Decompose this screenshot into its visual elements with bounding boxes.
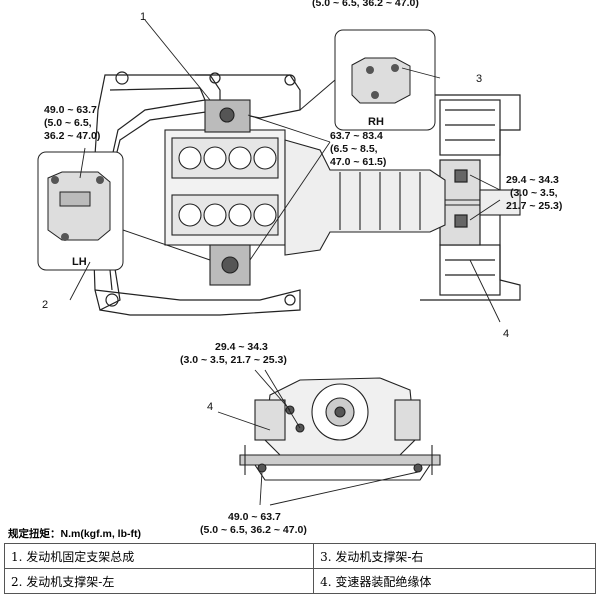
callout-3: 3 xyxy=(476,73,482,85)
table-row: 2. 发动机支撑架-左 4. 变速器装配绝缘体 xyxy=(3,568,596,594)
rh-label: RH xyxy=(368,116,384,128)
torque-mid-line3: 47.0 ~ 61.5) xyxy=(330,156,386,168)
engine-mount-diagram: (5.0 ~ 6.5, 36.2 ~ 47.0) RH LH 1 2 3 4 4… xyxy=(37,0,562,536)
callout-4-bottom: 4 xyxy=(207,401,213,413)
transmission xyxy=(284,139,521,256)
leader-lines xyxy=(69,19,501,506)
torque-right-line3: 21.7 ~ 25.3) xyxy=(506,200,562,212)
torque-bottom-line1: 49.0 ~ 63.7 xyxy=(228,511,281,523)
torque-mid-line1: 63.7 ~ 83.4 xyxy=(330,130,383,142)
parts-legend-table: 1. 发动机固定支架总成 3. 发动机支撑架-右 2. 发动机支撑架-左 4. … xyxy=(3,543,596,594)
torque-lh-line3: 36.2 ~ 47.0) xyxy=(44,130,100,142)
legend-item-4: 4. 变速器装配绝缘体 xyxy=(313,568,596,594)
engine-block xyxy=(164,99,286,286)
torque-bottom-line2: (5.0 ~ 6.5, 36.2 ~ 47.0) xyxy=(200,524,307,536)
callout-2: 2 xyxy=(42,299,48,311)
callout-4-top: 4 xyxy=(503,328,509,340)
torque-lower-line1: 29.4 ~ 34.3 xyxy=(215,341,268,353)
table-row: 1. 发动机固定支架总成 3. 发动机支撑架-右 xyxy=(3,543,596,569)
legend-item-3: 3. 发动机支撑架-右 xyxy=(313,543,596,569)
torque-right-line1: 29.4 ~ 34.3 xyxy=(506,174,559,186)
torque-lh-line2: (5.0 ~ 6.5, xyxy=(44,117,92,129)
torque-lh-line1: 49.0 ~ 63.7 xyxy=(44,104,97,116)
lh-label: LH xyxy=(72,256,87,268)
torque-mid-line2: (6.5 ~ 8.5, xyxy=(330,143,378,155)
torque-spec-label: 规定扭矩：N.m(kgf.m, lb-ft) xyxy=(8,528,141,540)
legend-item-2: 2. 发动机支撑架-左 xyxy=(3,568,315,594)
diagram-labels: (5.0 ~ 6.5, 36.2 ~ 47.0) RH LH 1 2 3 4 4… xyxy=(42,0,562,536)
rh-inset xyxy=(299,29,436,131)
torque-right-line2: (3.0 ~ 3.5, xyxy=(510,187,558,199)
front-view-diagram xyxy=(239,377,441,481)
callout-1: 1 xyxy=(140,11,146,23)
torque-lower-line2: (3.0 ~ 3.5, 21.7 ~ 25.3) xyxy=(180,354,287,366)
lh-inset xyxy=(37,151,211,271)
top-cut-torque: (5.0 ~ 6.5, 36.2 ~ 47.0) xyxy=(312,0,419,9)
legend-item-1: 1. 发动机固定支架总成 xyxy=(3,543,315,569)
